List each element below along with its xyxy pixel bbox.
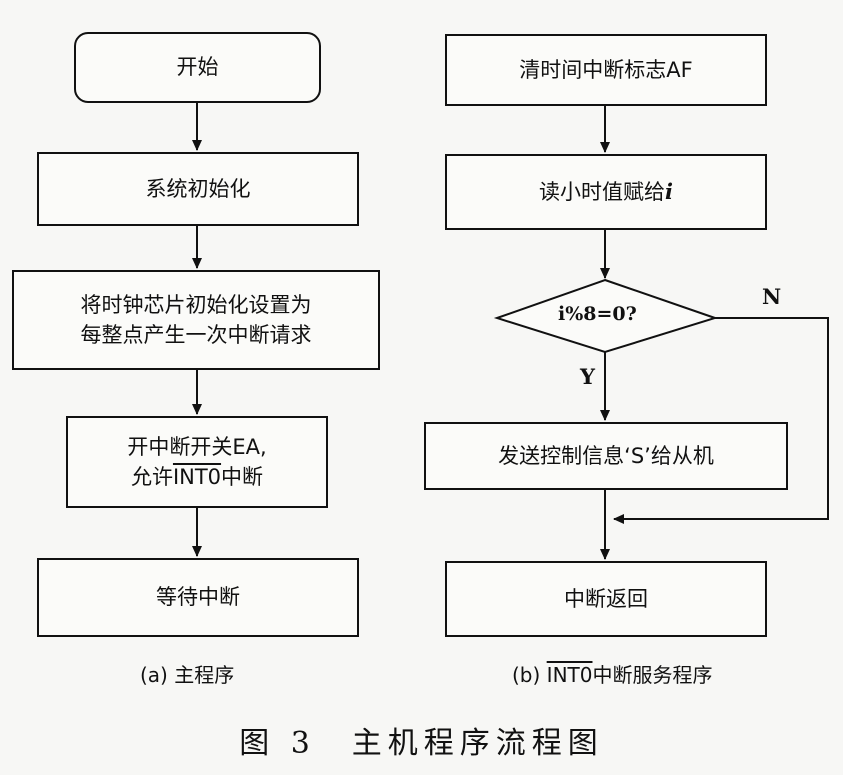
clock-init-line1: 将时钟芯片初始化设置为: [80, 292, 312, 317]
no-label: N: [762, 284, 781, 309]
clock-init-box: 将时钟芯片初始化设置为 每整点产生一次中断请求: [12, 270, 380, 370]
start-label: 开始: [176, 55, 219, 80]
return-label: 中断返回: [564, 586, 648, 611]
send-control-label: 发送控制信息‘S’给从机: [498, 443, 714, 468]
wait-interrupt-label: 等待中断: [156, 585, 240, 610]
no-branch-path: [613, 317, 829, 524]
yes-label: Y: [580, 364, 595, 389]
read-hour-var: i: [665, 178, 673, 204]
caption-isr-int0: INT0: [546, 663, 593, 687]
wait-interrupt-box: 等待中断: [37, 558, 359, 637]
start-terminal: 开始: [74, 32, 321, 103]
caption-isr-suffix: 中断服务程序: [592, 663, 713, 687]
caption-isr-program: (b) INT0中断服务程序: [512, 659, 712, 688]
caption-main-program: (a) 主程序: [140, 659, 234, 688]
int0-label: INT0: [172, 465, 222, 489]
read-hour-label: 读小时值赋给i: [539, 177, 673, 207]
caption-main-program-text: (a) 主程序: [140, 663, 235, 687]
send-control-box: 发送控制信息‘S’给从机: [424, 422, 788, 490]
caption-isr-prefix: (b): [512, 663, 547, 687]
enable-interrupt-line1: 开中断开关EA,: [127, 434, 267, 459]
read-hour-box: 读小时值赋给i: [445, 154, 767, 230]
read-hour-text: 读小时值赋给: [539, 179, 665, 204]
yes-text: Y: [580, 364, 595, 389]
system-init-box: 系统初始化: [37, 152, 359, 226]
return-box: 中断返回: [445, 561, 767, 637]
clear-af-label: 清时间中断标志AF: [519, 57, 693, 82]
allow-label: 允许: [130, 465, 173, 489]
clear-af-box: 清时间中断标志AF: [445, 34, 767, 106]
figure-title: 图 3 主机程序流程图: [239, 726, 604, 761]
enable-interrupt-line2: 允许INT0中断: [131, 462, 263, 492]
enable-interrupt-box: 开中断开关EA, 允许INT0中断: [66, 416, 328, 508]
decision-text: i%8=0?: [558, 303, 637, 325]
clock-init-line2: 每整点产生一次中断请求: [80, 323, 312, 347]
interrupt-label: 中断: [221, 465, 264, 489]
decision-label: i%8=0?: [558, 303, 637, 325]
system-init-label: 系统初始化: [145, 176, 251, 201]
no-text: N: [762, 284, 782, 309]
